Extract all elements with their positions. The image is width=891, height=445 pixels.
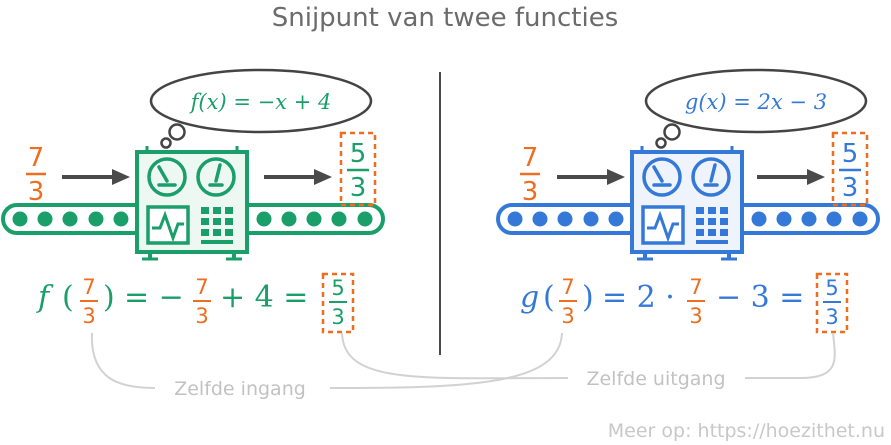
svg-text:7: 7: [561, 275, 574, 299]
wave-screen-icon: [641, 205, 685, 245]
svg-text:(: (: [62, 280, 74, 315]
same-input-connector: [90, 332, 563, 389]
svg-text:7: 7: [195, 275, 208, 299]
svg-text:= −: = −: [124, 280, 184, 315]
svg-text:= 2 ·: = 2 ·: [602, 280, 675, 315]
right-function-label: g(x) = 2x − 3: [685, 90, 827, 114]
svg-text:3: 3: [561, 304, 574, 328]
arrow-right-icon: [264, 169, 332, 185]
arrow-right-icon: [557, 169, 625, 185]
left-function-label: f(x) = −x + 4: [189, 90, 332, 114]
thought-bubble-icon: [644, 68, 868, 149]
keypad-icon: [696, 207, 728, 244]
svg-text:): ): [582, 280, 594, 315]
svg-text:3: 3: [350, 173, 367, 203]
same-output-label: Zelfde uitgang: [586, 368, 725, 390]
svg-text:5: 5: [842, 139, 859, 169]
same-input-label: Zelfde ingang: [174, 378, 306, 400]
wave-screen-icon: [146, 205, 190, 245]
svg-text:+ 4 =: + 4 =: [220, 280, 308, 315]
svg-text:7: 7: [689, 275, 702, 299]
svg-text:− 3 =: − 3 =: [716, 280, 804, 315]
arrow-right-icon: [757, 169, 825, 185]
svg-text:7: 7: [522, 143, 539, 173]
svg-text:5: 5: [331, 276, 344, 300]
svg-text:3: 3: [195, 304, 208, 328]
keypad-icon: [201, 207, 233, 244]
left-output-fraction: 5 3: [339, 131, 377, 207]
svg-text:f: f: [36, 280, 54, 315]
footer-link[interactable]: Meer op: https://hoezithet.nu: [608, 420, 885, 442]
right-output-fraction: 5 3: [831, 131, 869, 207]
svg-text:5: 5: [350, 139, 367, 169]
right-input-fraction: 7 3: [520, 143, 540, 207]
svg-text:3: 3: [522, 177, 539, 207]
left-equation: f ( 7 3 ) = − 7 3 + 4 = 5 3: [36, 272, 355, 334]
right-equation: g ( 7 3 ) = 2 · 7 3 − 3 = 5 3: [520, 272, 849, 334]
svg-text:7: 7: [82, 275, 95, 299]
thought-bubble-icon: [149, 68, 373, 149]
right-machine-group: g(x) = 2x − 3: [496, 68, 880, 261]
svg-text:3: 3: [689, 304, 702, 328]
arrow-right-icon: [62, 169, 130, 185]
svg-text:g: g: [520, 280, 539, 315]
svg-text:7: 7: [28, 143, 45, 173]
page-title: Snijpunt van twee functies: [272, 3, 619, 33]
svg-text:3: 3: [331, 305, 344, 329]
svg-text:5: 5: [825, 276, 838, 300]
svg-text:3: 3: [825, 305, 838, 329]
svg-text:3: 3: [842, 173, 859, 203]
svg-text:): ): [103, 280, 115, 315]
left-machine-group: f(x) = −x + 4: [1, 68, 385, 261]
same-output-connector: [341, 332, 836, 380]
svg-text:(: (: [543, 280, 555, 315]
svg-text:3: 3: [28, 177, 45, 207]
svg-text:3: 3: [82, 304, 95, 328]
left-input-fraction: 7 3: [26, 143, 46, 207]
